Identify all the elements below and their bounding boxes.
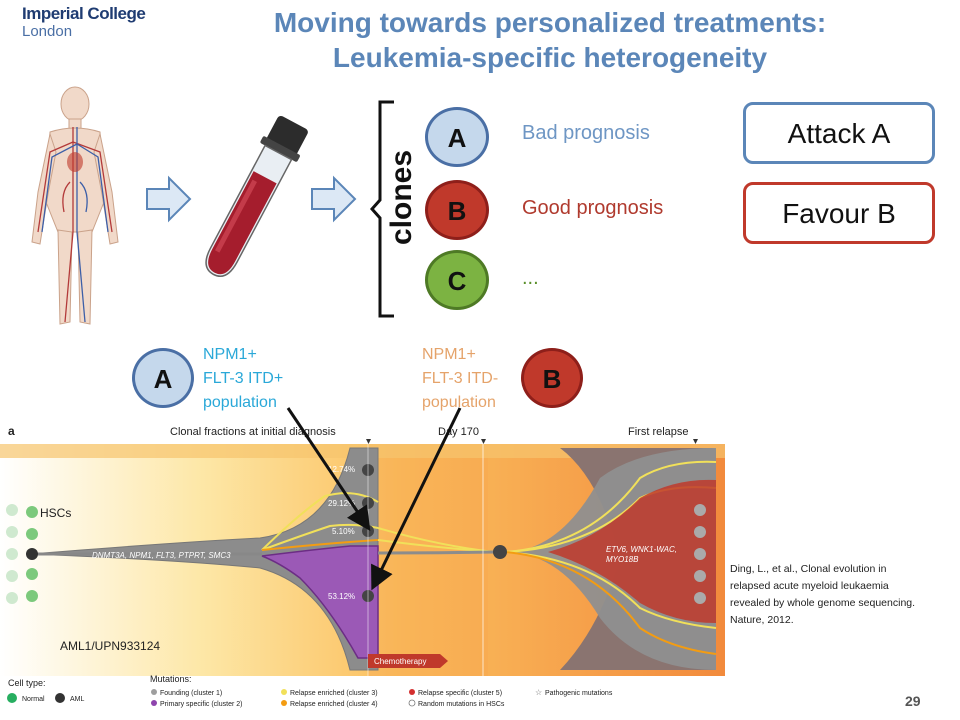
right-arrow-icon [146,175,192,223]
brace-icon [370,100,394,318]
legend-mutations-title: Mutations: [150,674,192,684]
clone-a-letter: A [447,123,467,153]
clone-c-prognosis: ... [522,267,539,289]
figure-legend: Cell type: Normal AML Mutations: Foundin… [7,674,613,708]
relapse-mutations-line1: ETV6, WNK1-WAC, [606,545,677,554]
human-body-illustration [31,86,119,325]
timepoint-day170: Day 170 [438,426,479,438]
legend-item: Random mutations in HSCs [418,701,505,708]
legend-item: Relapse enriched (cluster 3) [290,690,378,697]
clone-b-circle: B [425,180,489,240]
genotype-a-line: FLT-3 ITD+ [203,370,284,387]
citation-line: Nature, 2012. [730,614,794,626]
population-a-genotype: NPM1+ FLT-3 ITD+ population [203,343,283,415]
genotype-a-line: population [203,394,277,411]
timepoint-relapse: First relapse [628,426,689,438]
clone-a-circle: A [425,107,489,167]
citation-line: revealed by whole genome sequencing. [730,597,916,609]
star-icon: ☆ [535,688,542,697]
genotype-a-line: NPM1+ [203,346,257,363]
panel-label: a [8,424,15,438]
hsc-dots [6,504,38,604]
institution-logo-line1: Imperial College [22,4,146,23]
chemotherapy-bar [368,654,448,668]
legend-item: Primary specific (cluster 2) [160,701,242,708]
legend-normal: Normal [22,696,45,703]
legend-item: Pathogenic mutations [545,690,613,697]
patient-id: AML1/UPN933124 [60,639,160,653]
population-b-genotype: NPM1+ FLT-3 ITD- population [422,343,498,415]
clone-c-letter: C [447,266,467,296]
timepoint-diagnosis: Clonal fractions at initial diagnosis [170,426,336,438]
chemotherapy-label: Chemotherapy [374,657,426,666]
relapse-mutations-line2: MYO18B [606,555,639,564]
slide-title-line2: Leukemia-specific heterogeneity [332,42,768,73]
attack-a-box: Attack A [743,102,935,164]
fraction-label: 12.74% [328,465,355,474]
hscs-label: HSCs [40,506,71,520]
legend-item: Relapse enriched (cluster 4) [290,701,378,708]
clone-a-prognosis: Bad prognosis [522,122,650,144]
favour-b-box: Favour B [743,182,935,244]
clonal-evolution-figure: a Clonal fractions at initial diagnosis … [0,424,725,708]
citation-line: Ding, L., et al., Clonal evolution in [730,563,887,575]
slide-title-line1: Moving towards personalized treatments: [273,7,827,38]
fraction-label: 29.12% [328,499,355,508]
legend-item: Founding (cluster 1) [160,690,222,697]
genotype-b-line: NPM1+ [422,346,476,363]
right-arrow-icon [311,175,357,223]
population-a-letter: A [153,364,173,394]
population-a-circle: A [132,348,194,408]
legend-cell-type-title: Cell type: [8,678,46,688]
legend-item: Relapse specific (cluster 5) [418,690,502,697]
legend-aml: AML [70,696,85,703]
institution-logo-line2: London [22,23,73,40]
blood-tube-icon [205,115,308,278]
founding-mutations: DNMT3A, NPM1, FLT3, PTPRT, SMC3 [92,551,231,560]
fraction-label: 5.10% [332,527,355,536]
citation: Ding, L., et al., Clonal evolution in re… [730,561,950,629]
fraction-label: 53.12% [328,592,355,601]
genotype-b-line: population [422,394,496,411]
clone-b-letter: B [447,196,467,226]
clones-label: clones [385,149,418,245]
population-b-circle: B [521,348,583,408]
clone-c-circle: C [425,250,489,310]
population-b-letter: B [542,364,562,394]
page-number: 29 [905,693,921,709]
clone-b-prognosis: Good prognosis [522,197,664,219]
citation-line: relapsed acute myeloid leukaemia [730,580,889,592]
genotype-b-line: FLT-3 ITD- [422,370,499,387]
